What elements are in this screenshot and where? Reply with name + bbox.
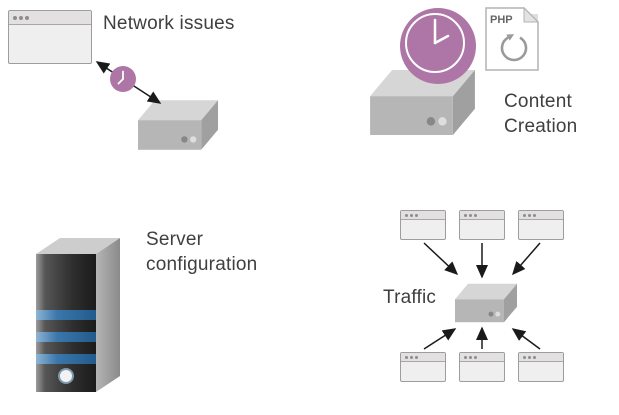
titlebar-dots bbox=[13, 15, 17, 20]
titlebar-dots bbox=[464, 213, 467, 217]
traffic-arrow bbox=[423, 328, 457, 350]
browser-titlebar bbox=[519, 353, 563, 362]
traffic-arrow bbox=[423, 242, 459, 276]
rack-server-icon bbox=[138, 100, 218, 150]
label-content-creation: Content Creation bbox=[504, 91, 578, 137]
traffic-arrow bbox=[511, 328, 541, 350]
traffic-arrow bbox=[512, 242, 541, 276]
clock-icon bbox=[110, 66, 136, 92]
titlebar-dots bbox=[405, 213, 408, 217]
clock-icon bbox=[400, 8, 476, 84]
browser-titlebar bbox=[460, 353, 504, 362]
browser-titlebar bbox=[9, 11, 91, 25]
label-server-configuration: Server configuration bbox=[146, 229, 258, 275]
browser-window-icon bbox=[459, 352, 505, 382]
browser-window-icon bbox=[518, 210, 564, 240]
power-button-icon bbox=[58, 368, 74, 384]
titlebar-dots bbox=[405, 355, 408, 359]
label-traffic: Traffic bbox=[383, 287, 437, 308]
browser-titlebar bbox=[401, 353, 445, 362]
browser-window-icon bbox=[459, 210, 505, 240]
tower-server-icon bbox=[36, 238, 120, 392]
rack-server-icon bbox=[455, 283, 517, 323]
browser-window-icon bbox=[400, 352, 446, 382]
label-network-issues: Network issues bbox=[103, 13, 235, 34]
browser-window-icon bbox=[400, 210, 446, 240]
browser-window-icon bbox=[518, 352, 564, 382]
php-file-icon: PHP bbox=[485, 6, 540, 71]
titlebar-dots bbox=[464, 355, 467, 359]
browser-titlebar bbox=[460, 211, 504, 220]
titlebar-dots bbox=[523, 213, 526, 217]
browser-titlebar bbox=[401, 211, 445, 220]
php-label: PHP bbox=[490, 14, 513, 26]
browser-titlebar bbox=[519, 211, 563, 220]
browser-window-icon bbox=[8, 10, 92, 64]
titlebar-dots bbox=[523, 355, 526, 359]
refresh-arrow-icon bbox=[500, 36, 528, 62]
